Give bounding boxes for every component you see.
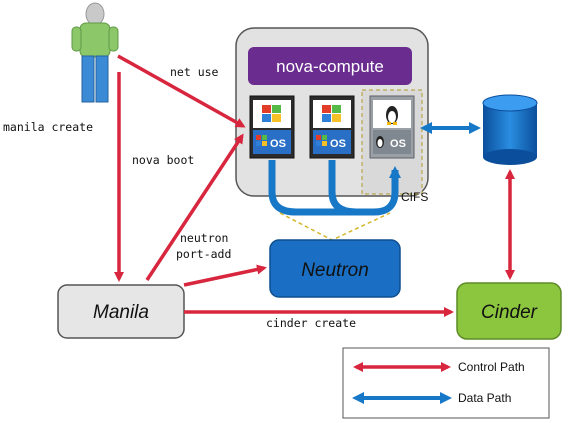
legend-control-path-label: Control Path: [458, 360, 525, 374]
vm-linux[interactable]: OS: [369, 95, 415, 159]
arrow-nova-boot: [145, 133, 244, 281]
legend-data-path-label: Data Path: [458, 391, 511, 405]
nova-compute-box[interactable]: [248, 47, 412, 85]
storage-cylinder-icon: [482, 94, 538, 165]
neutron-box[interactable]: [269, 239, 401, 298]
windows-logo-icon: [262, 105, 281, 122]
user-icon: [71, 2, 119, 103]
label-neutron: neutron: [180, 231, 228, 245]
windows-logo-small-icon: [256, 135, 267, 146]
vm-os-label: OS: [330, 138, 346, 150]
vm-os-label: OS: [270, 138, 286, 150]
arrow-net-use: [117, 54, 246, 128]
neutron-label: Neutron: [301, 260, 369, 281]
windows-logo-icon: [322, 105, 341, 122]
arrow-neutron-port-add: [183, 264, 267, 287]
neutron-link-dashed: [279, 212, 391, 241]
windows-logo-small-icon: [316, 135, 327, 146]
linux-penguin-small-icon: [376, 136, 384, 148]
cifs-label: CIFS: [401, 190, 428, 204]
label-cinder-create: cinder create: [266, 316, 356, 330]
label-net-use: net use: [170, 65, 219, 79]
cinder-box[interactable]: [456, 282, 562, 340]
vm-windows-1[interactable]: OS: [249, 95, 295, 159]
label-port-add: port-add: [176, 247, 231, 261]
label-manila-create: manila create: [3, 120, 93, 134]
data-path-pipe-vm2: [328, 160, 401, 216]
linux-penguin-icon: [386, 106, 398, 125]
manila-label: Manila: [93, 302, 149, 323]
vm-windows-2[interactable]: OS: [309, 95, 355, 159]
cinder-label: Cinder: [481, 302, 538, 323]
vm-os-label: OS: [390, 138, 406, 150]
label-nova-boot: nova boot: [132, 153, 194, 167]
legend-box: [342, 347, 550, 419]
data-path-pipe-vm1: [268, 160, 360, 216]
nova-compute-label: nova-compute: [276, 57, 384, 76]
